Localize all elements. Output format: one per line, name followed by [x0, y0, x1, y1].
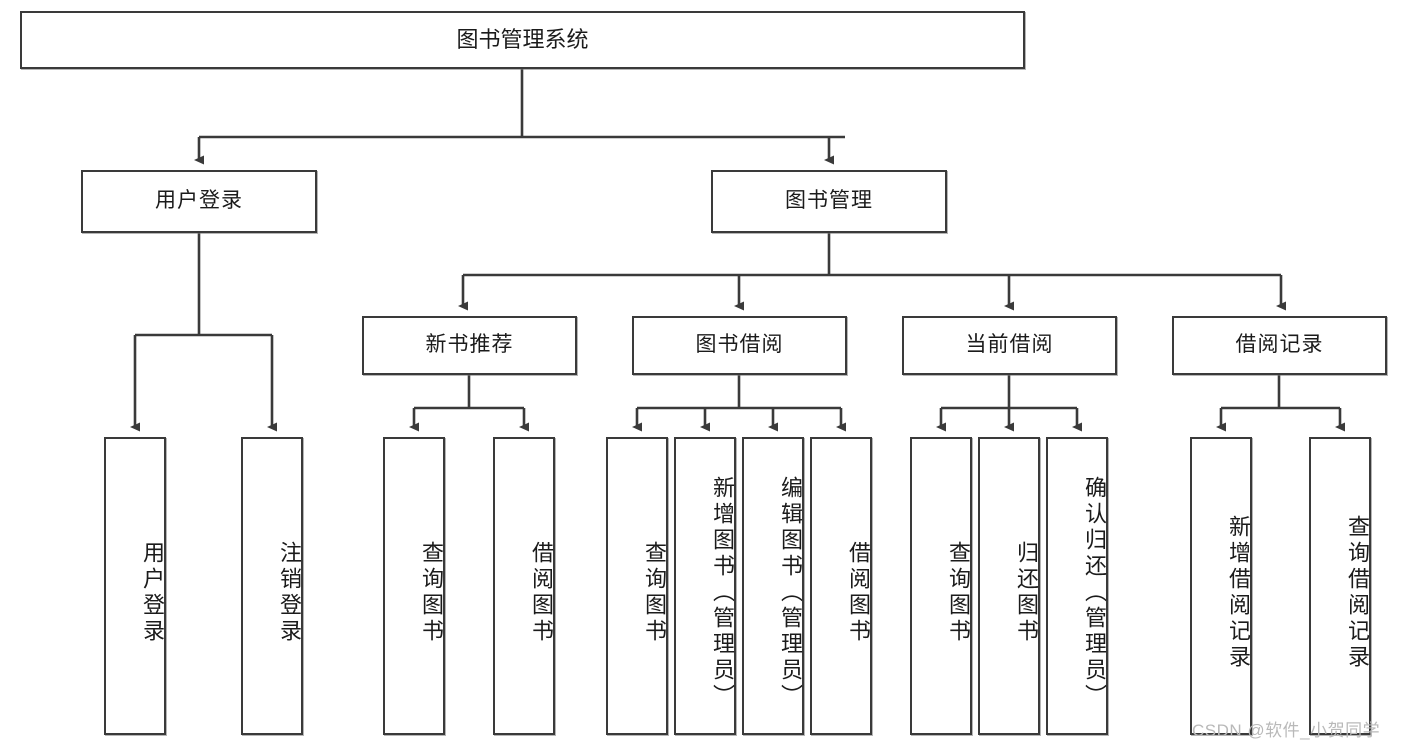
leaf-borrow-edit-book-admin[interactable]: 编辑图书（管理员）	[742, 437, 804, 735]
leaf-current-return-book[interactable]: 归还图书	[978, 437, 1040, 735]
node-current-borrow[interactable]: 当前借阅	[902, 316, 1117, 375]
node-label: 用户登录	[155, 189, 243, 213]
leaf-borrow-borrow-book[interactable]: 借阅图书	[810, 437, 872, 735]
watermark-text: CSDN @软件_小贺同学	[1192, 721, 1381, 740]
leaf-recommend-query-book[interactable]: 查询图书	[383, 437, 445, 735]
node-label: 注销登录	[277, 541, 302, 645]
node-label: 新书推荐	[425, 333, 514, 357]
node-borrow-record[interactable]: 借阅记录	[1172, 316, 1387, 375]
node-label: 查询借阅记录	[1345, 515, 1370, 671]
leaf-record-query-borrow-record[interactable]: 查询借阅记录	[1309, 437, 1371, 735]
leaf-user-logout[interactable]: 注销登录	[241, 437, 303, 735]
node-label: 新增图书（管理员）	[710, 476, 735, 710]
node-label: 图书管理系统	[456, 27, 589, 53]
node-label: 当前借阅	[965, 333, 1054, 357]
leaf-record-add-borrow-record[interactable]: 新增借阅记录	[1190, 437, 1252, 735]
leaf-current-confirm-return-admin[interactable]: 确认归还（管理员）	[1046, 437, 1108, 735]
node-label: 借阅图书	[529, 541, 554, 645]
node-label: 归还图书	[1014, 541, 1039, 645]
leaf-borrow-add-book-admin[interactable]: 新增图书（管理员）	[674, 437, 736, 735]
node-label: 借阅记录	[1235, 333, 1324, 357]
leaf-user-login[interactable]: 用户登录	[104, 437, 166, 735]
leaf-current-query-book[interactable]: 查询图书	[910, 437, 972, 735]
node-book-borrow[interactable]: 图书借阅	[632, 316, 847, 375]
node-label: 图书管理	[785, 189, 873, 213]
node-user-login[interactable]: 用户登录	[81, 170, 317, 233]
node-label: 查询图书	[642, 541, 667, 645]
node-new-book-recommend[interactable]: 新书推荐	[362, 316, 577, 375]
leaf-borrow-query-book[interactable]: 查询图书	[606, 437, 668, 735]
node-label: 新增借阅记录	[1226, 515, 1251, 671]
node-label: 图书借阅	[695, 333, 784, 357]
node-label: 编辑图书（管理员）	[778, 476, 803, 710]
node-label: 用户登录	[140, 541, 165, 645]
leaf-recommend-borrow-book[interactable]: 借阅图书	[493, 437, 555, 735]
node-label: 查询图书	[946, 541, 971, 645]
node-label: 借阅图书	[846, 541, 871, 645]
node-book-management[interactable]: 图书管理	[711, 170, 947, 233]
node-label: 确认归还（管理员）	[1082, 476, 1107, 710]
node-root-system[interactable]: 图书管理系统	[20, 11, 1025, 69]
node-label: 查询图书	[419, 541, 444, 645]
